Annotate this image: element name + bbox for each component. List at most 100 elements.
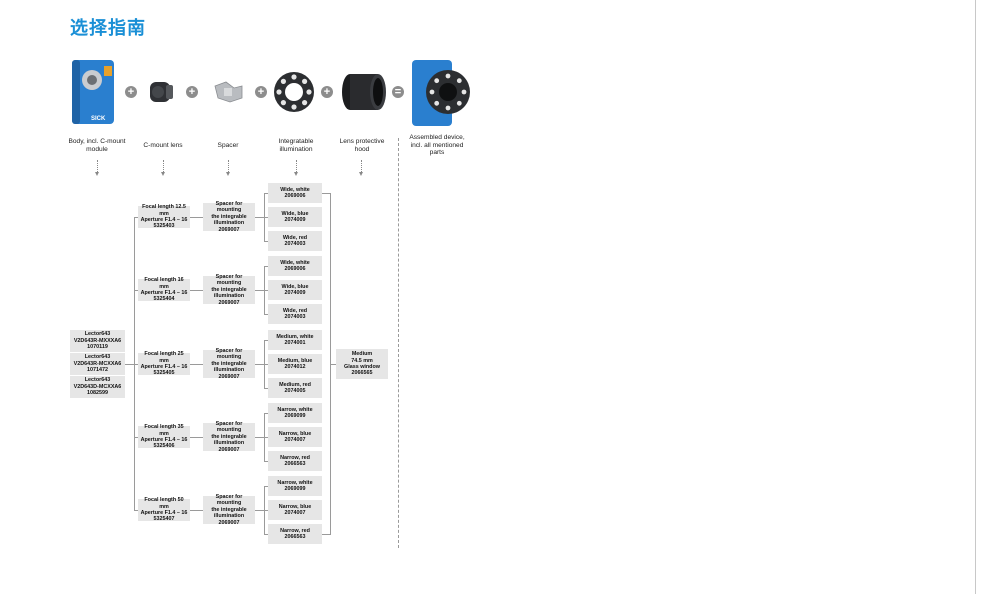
connector-line [190, 437, 203, 438]
illumination-part-number: 2074009 [284, 290, 306, 296]
connector-line [264, 534, 268, 535]
illumination-name: Wide, blue [281, 210, 309, 217]
illumination-option-box: Narrow, blue 2074007 [268, 500, 322, 520]
illumination-part-number: 2069006 [284, 266, 306, 272]
spacer-text: illumination [213, 220, 245, 227]
spacer-option-box: Spacer for mounting the integrable illum… [203, 200, 255, 233]
spacer-text: Spacer for mounting [215, 200, 243, 214]
illumination-name: Narrow, white [277, 479, 313, 486]
spacer-part-number: 2069007 [218, 226, 240, 233]
lens-option-box: Focal length 50 mm Aperture F1.4 – 16 53… [138, 497, 190, 523]
illumination-part-number: 2074003 [284, 241, 306, 247]
assembled-device-image [410, 56, 474, 130]
page-edge-rule [975, 0, 976, 594]
lens-option-box: Focal length 35 mm Aperture F1.4 – 16 53… [138, 424, 190, 450]
spacer-part-number: 2069007 [218, 299, 240, 306]
body-name: Lector643 [84, 354, 111, 361]
connector-line [264, 340, 268, 341]
illumination-option-box: Medium, blue 2074012 [268, 354, 322, 374]
lens-focal: Focal length 25 mm [144, 351, 184, 364]
arrow-head-icon [94, 172, 99, 176]
lens-option-box: Focal length 16 mm Aperture F1.4 – 16 53… [138, 277, 190, 303]
illumination-option-box: Medium, white 2074001 [268, 330, 322, 350]
illumination-part-number: 2074009 [284, 217, 306, 223]
connector-line [264, 266, 268, 267]
connector-line [264, 193, 268, 194]
body-model: V2D643D-MCXXA6 [73, 383, 122, 390]
illumination-ring-image [272, 70, 316, 114]
illumination-option-box: Wide, white 2069006 [268, 256, 322, 276]
lens-focal: Focal length 50 mm [144, 497, 184, 510]
spacer-option-box: Spacer for mounting the integrable illum… [203, 348, 255, 380]
lens-focal: Focal length 16 mm [144, 277, 184, 290]
connector-line [125, 364, 134, 365]
connector-line [264, 510, 268, 511]
illumination-part-number: 2069099 [284, 486, 306, 492]
spacer-text: illumination [213, 367, 245, 374]
illumination-name: Wide, red [282, 234, 308, 241]
connector-line [322, 534, 330, 535]
arrow-head-icon [160, 172, 165, 176]
lens-part-number: 5325404 [153, 296, 175, 303]
illumination-part-number: 2074007 [284, 437, 306, 443]
connector-line [264, 241, 268, 242]
hood-text: 74.5 mm [351, 357, 373, 364]
arrow-head-icon [225, 172, 230, 176]
spacer-option-box: Spacer for mounting the integrable illum… [203, 420, 255, 453]
hood-text: Medium [351, 351, 373, 358]
flow-arrow [228, 160, 229, 172]
connector-line [134, 290, 138, 291]
assembly-separator [398, 138, 399, 548]
lens-focal: Focal length 35 mm [144, 424, 184, 437]
connector-line [255, 364, 264, 365]
column-label-hood: Lens protective hood [339, 138, 385, 153]
lens-part-number: 5325407 [153, 516, 175, 523]
spacer-text: the integrable [211, 360, 247, 367]
connector-line [190, 290, 203, 291]
plus-icon: + [125, 86, 137, 98]
body-model: V2D643R-MXXXA6 [73, 337, 122, 344]
body-part-number: 1082599 [87, 390, 108, 397]
body-name: Lector643 [84, 377, 111, 384]
illumination-part-number: 2074005 [284, 388, 306, 394]
column-label-spacer: Spacer [217, 142, 239, 149]
connector-line [264, 290, 268, 291]
flow-arrow [163, 160, 164, 172]
illumination-part-number: 2069006 [284, 193, 306, 199]
spacer-text: Spacer for mounting [215, 273, 243, 287]
connector-line [264, 437, 268, 438]
flow-arrow [296, 160, 297, 172]
connector-line [264, 314, 268, 315]
body-part-number: 1070119 [87, 344, 108, 351]
plus-icon: + [186, 86, 198, 98]
connector-line [134, 510, 138, 511]
illumination-name: Narrow, blue [278, 430, 312, 437]
spacer-text: the integrable [211, 286, 247, 293]
connector-line [264, 217, 268, 218]
illumination-option-box: Narrow, white 2069099 [268, 476, 322, 496]
illumination-part-number: 2074007 [284, 510, 306, 516]
lens-part-number: 5325405 [153, 370, 175, 377]
body-variant-box: Lector643 V2D643D-MCXXA6 1082599 [70, 376, 125, 398]
lens-option-box: Focal length 25 mm Aperture F1.4 – 16 53… [138, 351, 190, 377]
connector-line [264, 486, 268, 487]
hood-option-box: Medium 74.5 mm Glass window 2066565 [336, 349, 388, 379]
illumination-part-number: 2069099 [284, 413, 306, 419]
lens-part-number: 5325406 [153, 443, 175, 450]
column-label-lens: C-mount lens [143, 142, 183, 149]
connector-line [134, 217, 138, 218]
spacer-image [212, 80, 246, 104]
spacer-part-number: 2069007 [218, 519, 240, 526]
spacer-text: Spacer for mounting [215, 420, 243, 434]
column-label-assembled: Assembled device, incl. all mentioned pa… [409, 134, 465, 157]
body-model: V2D643R-MCXXA6 [73, 360, 122, 367]
connector-line [330, 364, 336, 365]
arrow-head-icon [358, 172, 363, 176]
flow-arrow [97, 160, 98, 172]
illumination-part-number: 2074001 [284, 340, 306, 346]
lens-image [146, 78, 176, 106]
hood-part-number: 2066565 [351, 370, 373, 377]
body-name: Lector643 [84, 331, 111, 338]
lens-hood-image [338, 70, 392, 114]
illumination-part-number: 2066563 [284, 534, 306, 540]
